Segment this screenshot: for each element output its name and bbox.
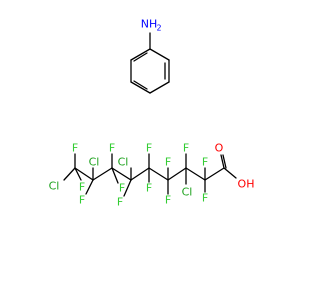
chlorine-label: Cl: [118, 156, 129, 169]
acid-molecule: [63, 153, 237, 197]
acid-labels: O OH F F F Cl F F F F F Cl F F F Cl F Cl…: [49, 142, 255, 209]
bond: [74, 167, 94, 181]
fluorine-label: F: [165, 194, 171, 207]
atom-label-subscript: 2: [156, 24, 161, 33]
background: [0, 0, 300, 300]
bond: [123, 179, 132, 197]
atom-N1: NH 2: [141, 18, 162, 33]
chlorine-label: Cl: [182, 186, 193, 199]
fluorine-label: F: [146, 142, 152, 155]
oxygen-carbonyl-label: O: [215, 142, 224, 155]
bond: [130, 167, 150, 181]
aniline-molecule: [130, 32, 170, 94]
bond: [185, 167, 206, 181]
bond: [130, 48, 151, 61]
hydroxyl-label: OH: [238, 178, 255, 191]
chlorine-label: Cl: [89, 156, 100, 169]
double-bond-inner: [133, 52, 148, 62]
fluorine-label: F: [72, 142, 78, 155]
fluorine-label: F: [79, 194, 85, 207]
fluorine-label: F: [165, 156, 171, 169]
bond: [74, 167, 82, 181]
bond: [111, 167, 119, 184]
double-bond-inner: [133, 80, 148, 90]
fluorine-label: F: [109, 142, 115, 155]
bond: [223, 167, 237, 179]
bond: [130, 81, 151, 94]
fluorine-label: F: [79, 181, 85, 194]
fluorine-label: F: [183, 142, 189, 155]
bond: [92, 167, 113, 181]
bond: [63, 167, 76, 181]
bond: [85, 179, 94, 195]
structure-canvas: NH 2 O OH: [0, 0, 300, 300]
fluorine-label: F: [202, 192, 208, 205]
bond: [149, 81, 170, 94]
fluorine-label: F: [119, 182, 125, 195]
bond: [222, 154, 227, 169]
atom-label: NH: [141, 18, 158, 31]
bond: [220, 154, 225, 169]
chlorine-label: Cl: [49, 180, 60, 193]
bond: [149, 48, 170, 61]
bond: [111, 167, 132, 181]
bond: [204, 167, 225, 181]
fluorine-label: F: [117, 196, 123, 209]
fluorine-label: F: [146, 182, 152, 195]
bond: [148, 167, 169, 181]
bond: [167, 167, 187, 181]
fluorine-label: F: [202, 156, 208, 169]
